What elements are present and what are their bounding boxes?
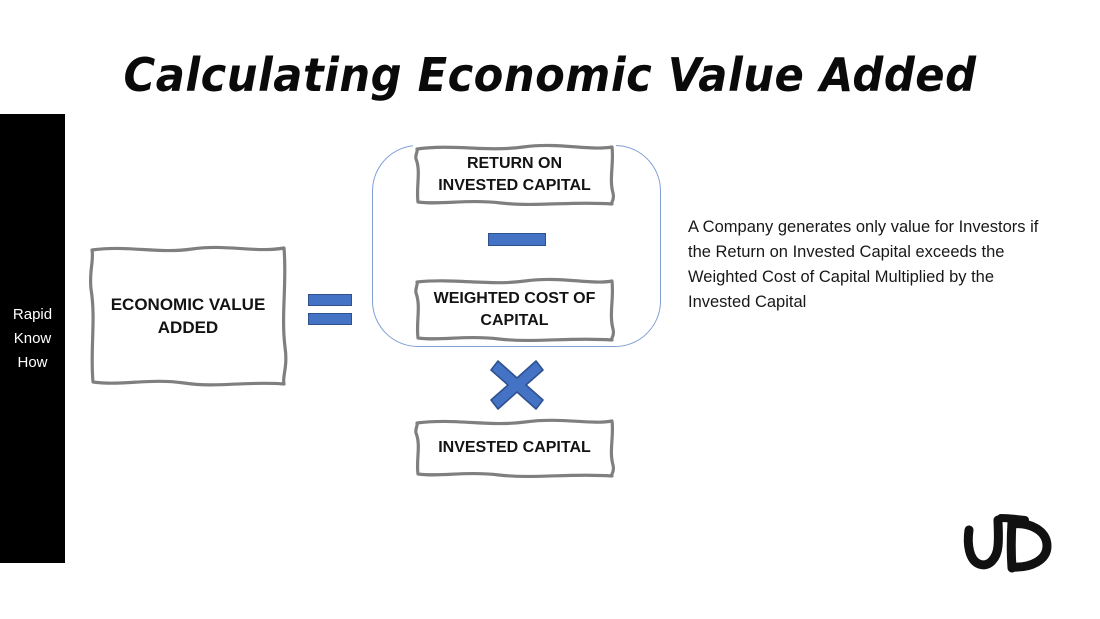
brand-label: Rapid Know How bbox=[12, 305, 53, 371]
return-on-invested-capital-label: RETURN ON INVESTED CAPITAL bbox=[438, 155, 591, 194]
equals-operator-icon bbox=[308, 294, 352, 326]
explanation-text: A Company generates only value for Inves… bbox=[688, 218, 1039, 311]
minus-operator-icon bbox=[488, 233, 546, 246]
multiply-operator-icon bbox=[490, 360, 544, 410]
page-title: Calculating Economic Value Added bbox=[123, 48, 977, 102]
invested-capital-label: INVESTED CAPITAL bbox=[438, 439, 591, 456]
brand-sidebar: Rapid Know How bbox=[0, 114, 65, 563]
equals-bar-top bbox=[308, 294, 352, 306]
economic-value-added-box: ECONOMIC VALUE ADDED bbox=[88, 243, 288, 388]
invested-capital-box: INVESTED CAPITAL bbox=[413, 417, 616, 479]
weighted-cost-of-capital-box: WEIGHTED COST OF CAPITAL bbox=[413, 276, 616, 343]
weighted-cost-of-capital-label: WEIGHTED COST OF CAPITAL bbox=[433, 289, 596, 329]
signature-jd-icon bbox=[963, 514, 1052, 573]
return-on-invested-capital-box: RETURN ON INVESTED CAPITAL bbox=[413, 143, 616, 207]
equals-bar-bottom bbox=[308, 313, 352, 325]
economic-value-added-label: ECONOMIC VALUE ADDED bbox=[110, 294, 266, 337]
